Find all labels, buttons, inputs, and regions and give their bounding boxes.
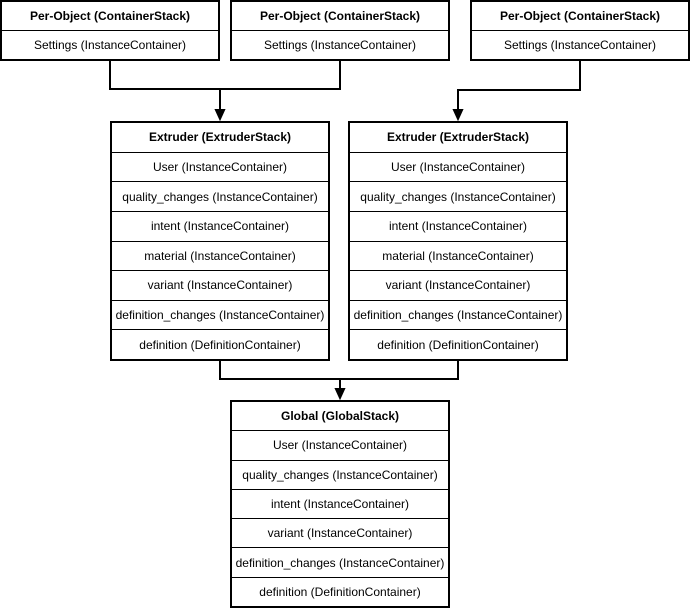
stack-title: Extruder (ExtruderStack) [148,130,292,145]
stack-row: User (InstanceContainer) [232,430,448,459]
stack-row: Settings (InstanceContainer) [2,30,218,59]
per-object-stack-3: Per-Object (ContainerStack) Settings (In… [470,0,690,61]
stack-row: definition (DefinitionContainer) [232,576,448,606]
stack-row: quality_changes (InstanceContainer) [350,181,566,211]
stack-row: definition (DefinitionContainer) [112,329,328,359]
stack-row: material (InstanceContainer) [350,240,566,271]
extruder-stack-1: Extruder (ExtruderStack) User (InstanceC… [110,121,330,361]
stack-title: Extruder (ExtruderStack) [386,130,530,145]
global-stack: Global (GlobalStack) User (InstanceConta… [230,400,450,608]
stack-row: User (InstanceContainer) [112,151,328,182]
stack-title: Global (GlobalStack) [280,409,400,424]
stack-row: intent (InstanceContainer) [350,210,566,241]
stack-row: definition_changes (InstanceContainer) [112,299,328,330]
stack-row: definition (DefinitionContainer) [350,329,566,359]
extruder-stack-2: Extruder (ExtruderStack) User (InstanceC… [348,121,568,361]
stack-row: variant (InstanceContainer) [112,270,328,300]
stack-title: Per-Object (ContainerStack) [499,9,661,23]
stack-row: definition_changes (InstanceContainer) [232,547,448,576]
stack-title: Per-Object (ContainerStack) [259,9,421,23]
arrowhead-global [334,388,346,401]
stack-row: Settings (InstanceContainer) [232,30,448,59]
arrowhead-extruder1 [214,109,226,122]
stack-row: User (InstanceContainer) [350,151,566,182]
stack-row: quality_changes (InstanceContainer) [232,459,448,489]
stack-row: intent (InstanceContainer) [112,210,328,241]
stack-row: definition_changes (InstanceContainer) [350,299,566,330]
stack-row: quality_changes (InstanceContainer) [112,181,328,211]
stack-row: variant (InstanceContainer) [350,270,566,300]
stack-row: material (InstanceContainer) [112,240,328,271]
per-object-stack-1: Per-Object (ContainerStack) Settings (In… [0,0,220,61]
stack-row: Settings (InstanceContainer) [472,30,688,59]
stack-row: variant (InstanceContainer) [232,518,448,547]
stack-row: intent (InstanceContainer) [232,488,448,518]
stack-title: Per-Object (ContainerStack) [29,9,191,23]
arrowhead-extruder2 [452,109,464,122]
connector-perobject3-to-extruder2 [457,61,581,110]
connector-extruders-to-global [219,361,459,389]
connector-perobject12-to-extruder1 [109,61,341,110]
per-object-stack-2: Per-Object (ContainerStack) Settings (In… [230,0,450,61]
